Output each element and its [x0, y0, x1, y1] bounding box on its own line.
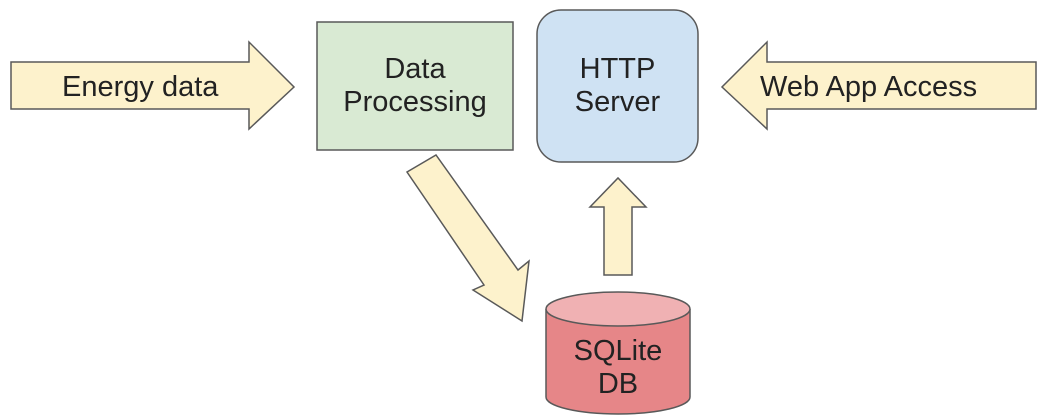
sqlite-db-label: SQLite DB: [546, 330, 690, 406]
energy-data-label: Energy data: [62, 70, 219, 103]
http-server-box: [536, 9, 699, 163]
web-app-access-label: Web App Access: [760, 70, 978, 103]
data-processing-box: [316, 21, 514, 151]
http-server-line1: HTTP: [579, 53, 656, 85]
http-server-label: HTTP Server: [537, 10, 698, 162]
data-processing-line1: Data: [384, 53, 446, 85]
data-processing-label: Data Processing: [317, 22, 513, 150]
sqlite-db-cylinder: [545, 291, 691, 415]
web-app-access-arrow: [720, 40, 1037, 131]
sqlite-db-line1: SQLite: [573, 335, 663, 367]
energy-data-arrow: [10, 40, 296, 131]
http-server-line2: Server: [574, 86, 661, 118]
data-processing-line2: Processing: [343, 86, 487, 118]
db-body: [545, 309, 691, 415]
sqlite-db-line2: DB: [597, 368, 639, 400]
db-top: [545, 291, 691, 327]
db-to-server-arrow: [588, 176, 648, 276]
processing-to-db-arrow: [405, 154, 530, 323]
